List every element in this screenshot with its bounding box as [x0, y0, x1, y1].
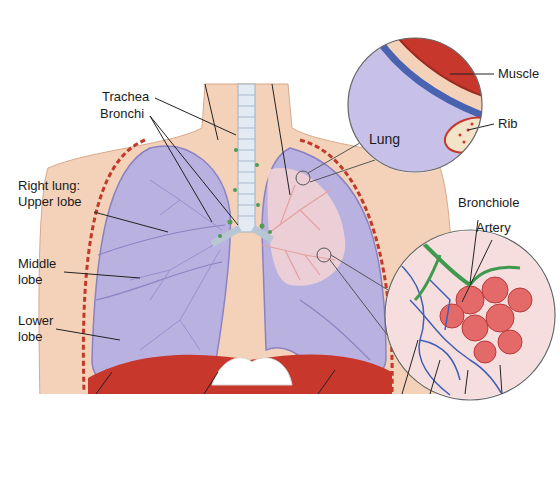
inset-circle: Lung — [347, 37, 483, 173]
part-label: Right lung: Upper lobe — [18, 178, 94, 210]
inset-outline — [347, 37, 483, 173]
part-label: Bronchi — [100, 106, 144, 122]
part-label: Trachea — [102, 89, 149, 105]
part-label: Lower lobe — [18, 313, 60, 345]
inset-label: Lung — [369, 131, 400, 147]
part-label: Bronchiole — [458, 195, 519, 211]
part-label: Muscle — [498, 66, 539, 82]
part-label: Rib — [498, 116, 518, 132]
part-label: Middle lobe — [18, 256, 66, 288]
part-label: Artery — [476, 220, 511, 236]
